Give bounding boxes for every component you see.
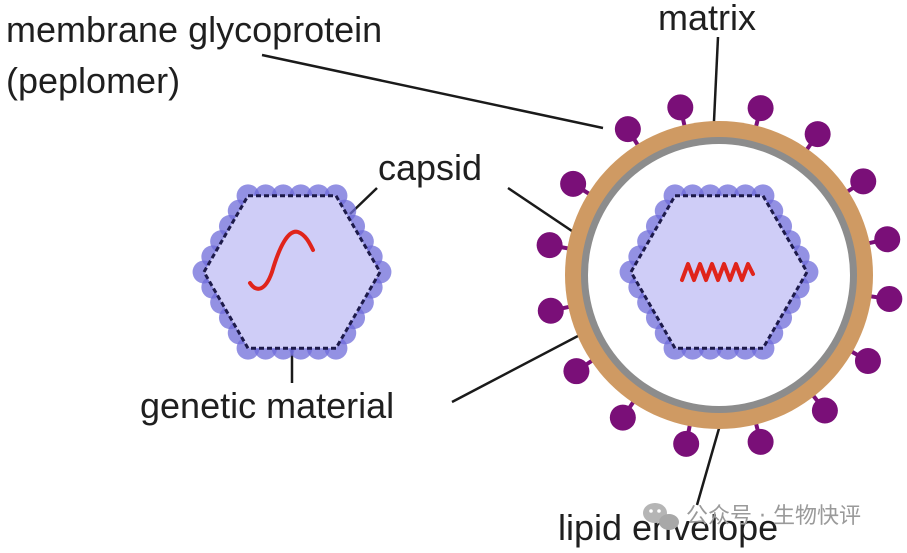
label-matrix: matrix — [658, 0, 756, 38]
peplomer-head — [667, 94, 694, 121]
peplomer-head — [850, 168, 877, 195]
peplomer-head — [876, 285, 903, 312]
peplomer-head — [747, 95, 774, 122]
peplomer-head — [673, 430, 700, 457]
glycoprotein-leader — [261, 53, 604, 130]
peplomer-head — [536, 232, 563, 259]
genetic-material-wave-left — [248, 229, 315, 291]
genetic-material-wave-right — [680, 262, 755, 282]
watermark-text: 公众号 · 生物快评 — [686, 504, 861, 529]
left-capsid-shell — [202, 194, 382, 350]
peplomer-head — [563, 358, 590, 385]
watermark: 公众号 · 生物快评 — [643, 503, 861, 530]
label-genetic-material: genetic material — [140, 385, 394, 426]
naked-capsid — [192, 184, 392, 360]
lipid-envelope-leader — [695, 417, 724, 506]
label-membrane-glycoprotein: membrane glycoprotein — [6, 9, 382, 50]
peplomer-head — [811, 397, 838, 424]
peplomer-head — [537, 297, 564, 324]
peplomer-head — [747, 428, 774, 455]
peplomer-head — [854, 348, 881, 374]
peplomer-head — [614, 116, 641, 143]
label-capsid: capsid — [378, 147, 482, 188]
peplomer-head — [804, 121, 831, 148]
peplomer-head — [560, 170, 587, 197]
label-peplomer: (peplomer) — [6, 60, 180, 101]
wechat-icon — [643, 503, 679, 530]
peplomer-head — [609, 404, 636, 431]
peplomer-head — [874, 226, 901, 253]
